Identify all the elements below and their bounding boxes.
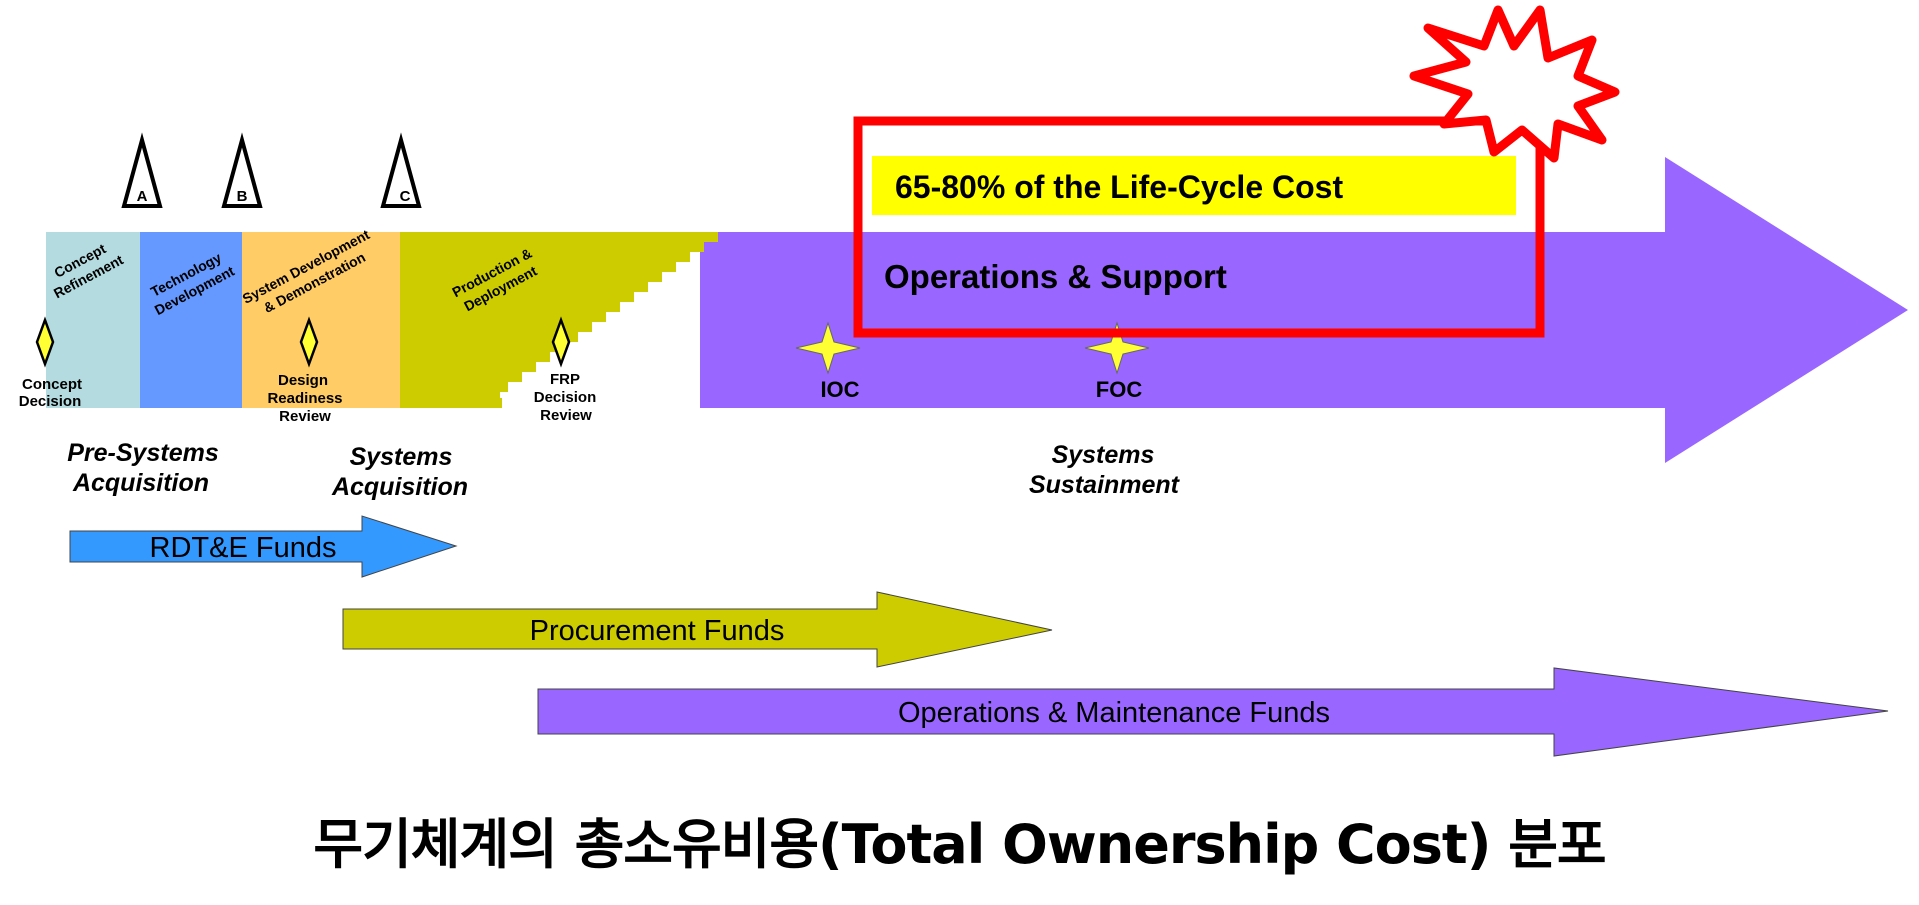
ioc-label: IOC: [820, 377, 859, 402]
concept-refinement-block: [46, 232, 140, 408]
foc-star-icon: [1084, 321, 1150, 375]
highlight-box: [853, 116, 1545, 338]
design-review-label-1: Design: [278, 372, 328, 389]
cost-label: 65-80% of the Life-Cycle Cost: [895, 169, 1343, 205]
procurement-funds-label: Procurement Funds: [530, 615, 785, 647]
systems-acquisition-label-2: Acquisition: [331, 473, 468, 501]
ioc-star-icon: [795, 321, 861, 375]
concept-decision-label-2: Decision: [19, 393, 82, 410]
design-review-label-3: Review: [279, 408, 331, 425]
frp-label-2: Decision: [534, 389, 597, 406]
pre-systems-label-2: Acquisition: [72, 469, 209, 497]
operations-support-arrow: [700, 157, 1908, 463]
design-review-label-2: Readiness: [267, 390, 342, 407]
technology-development-block: [140, 232, 242, 408]
milestone-b-letter: B: [237, 188, 248, 205]
frp-label-1: FRP: [550, 371, 580, 388]
milestone-b-icon: B: [221, 132, 263, 208]
milestone-c-icon: C: [380, 132, 422, 208]
milestone-a-letter: A: [137, 188, 148, 205]
starburst-icon: [1409, 5, 1620, 163]
operations-support-label: Operations & Support: [884, 258, 1227, 295]
foc-label: FOC: [1096, 377, 1143, 402]
system-development-block: [242, 232, 400, 408]
sustainment-label-2: Sustainment: [1029, 471, 1181, 499]
milestone-c-letter: C: [400, 188, 411, 205]
rdte-funds-arrow: [69, 515, 458, 578]
om-funds-arrow: [537, 667, 1889, 757]
procurement-funds-arrow: [342, 591, 1053, 668]
figure-caption: 무기체계의 총소유비용(Total Ownership Cost) 분포: [313, 813, 1606, 876]
design-review-diamond-icon: [299, 316, 319, 368]
systems-acquisition-label-1: Systems: [350, 443, 453, 471]
cost-label-background: [872, 156, 1516, 215]
frp-decision-diamond-icon: [551, 316, 571, 368]
milestone-a-icon: A: [121, 132, 163, 208]
om-funds-label: Operations & Maintenance Funds: [898, 697, 1330, 729]
concept-decision-label-1: Concept: [22, 376, 82, 393]
sustainment-label-1: Systems: [1052, 441, 1155, 469]
frp-label-3: Review: [540, 407, 592, 424]
pre-systems-label-1: Pre-Systems: [67, 439, 219, 467]
rdte-funds-label: RDT&E Funds: [150, 532, 337, 564]
concept-decision-diamond-icon: [35, 316, 55, 368]
production-deployment-block: [400, 232, 718, 408]
